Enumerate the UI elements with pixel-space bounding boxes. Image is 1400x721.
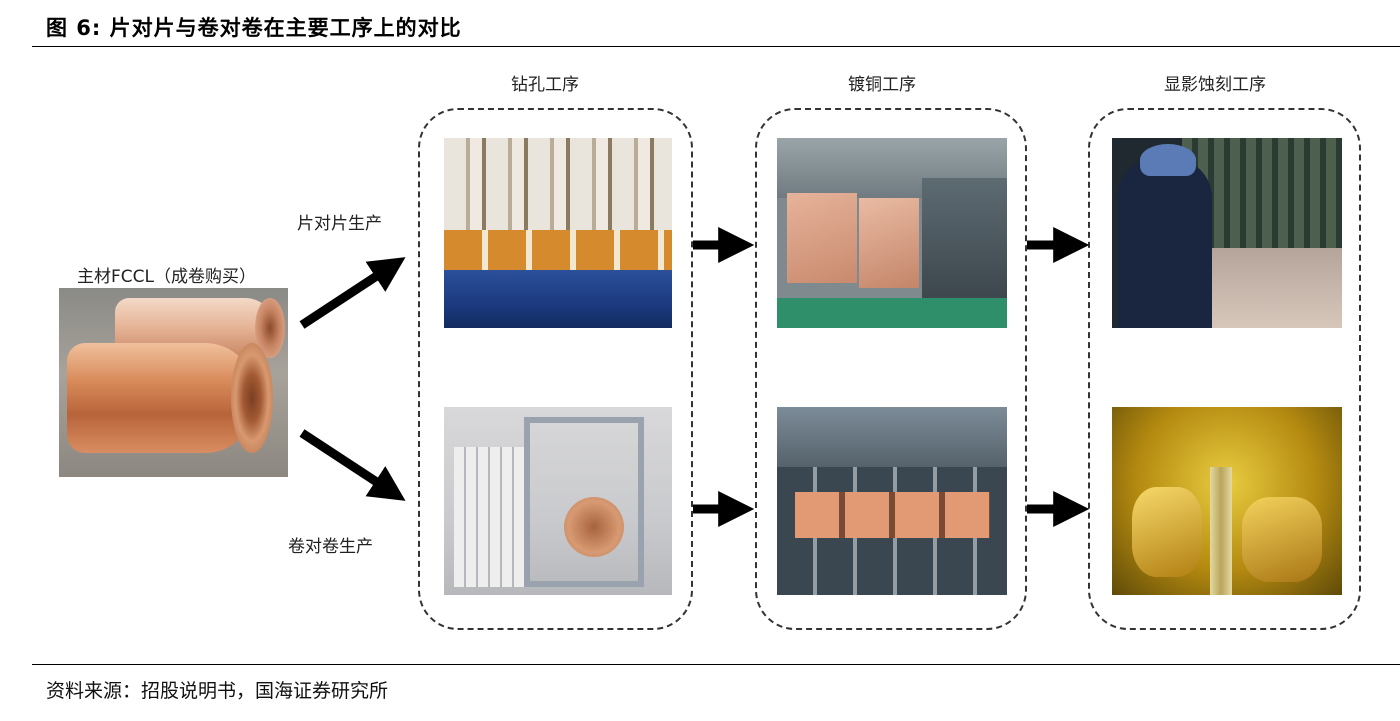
- route-label-roll: 卷对卷生产: [288, 537, 373, 557]
- drilling-roll-photo: [444, 407, 672, 595]
- stage-box-drilling: [418, 108, 693, 630]
- fccl-roll-photo: [59, 288, 288, 477]
- stage-box-plating: [755, 108, 1027, 630]
- plating-roll-photo: [777, 407, 1007, 595]
- etching-roll-photo: [1112, 407, 1342, 595]
- source-note: 资料来源：招股说明书，国海证券研究所: [46, 680, 389, 702]
- etching-sheet-photo: [1112, 138, 1342, 328]
- plating-sheet-photo: [777, 138, 1007, 328]
- arrow-to-sheet-route: [299, 257, 406, 329]
- copper-roll-front-end: [231, 343, 273, 453]
- stage-box-etching: [1088, 108, 1361, 630]
- figure-title: 图 6: 片对片与卷对卷在主要工序上的对比: [46, 16, 462, 40]
- route-label-sheet: 片对片生产: [297, 214, 382, 234]
- arrow-to-roll-route: [299, 429, 406, 501]
- bottom-rule: [32, 664, 1400, 665]
- copper-roll-front: [67, 343, 255, 453]
- top-rule: [32, 46, 1400, 47]
- stage-label-drilling: 钻孔工序: [511, 75, 579, 95]
- drilling-sheet-photo: [444, 138, 672, 328]
- stage-label-plating: 镀铜工序: [848, 75, 916, 95]
- stage-label-etching: 显影蚀刻工序: [1164, 75, 1266, 95]
- main-material-label: 主材FCCL（成卷购买）: [77, 267, 256, 287]
